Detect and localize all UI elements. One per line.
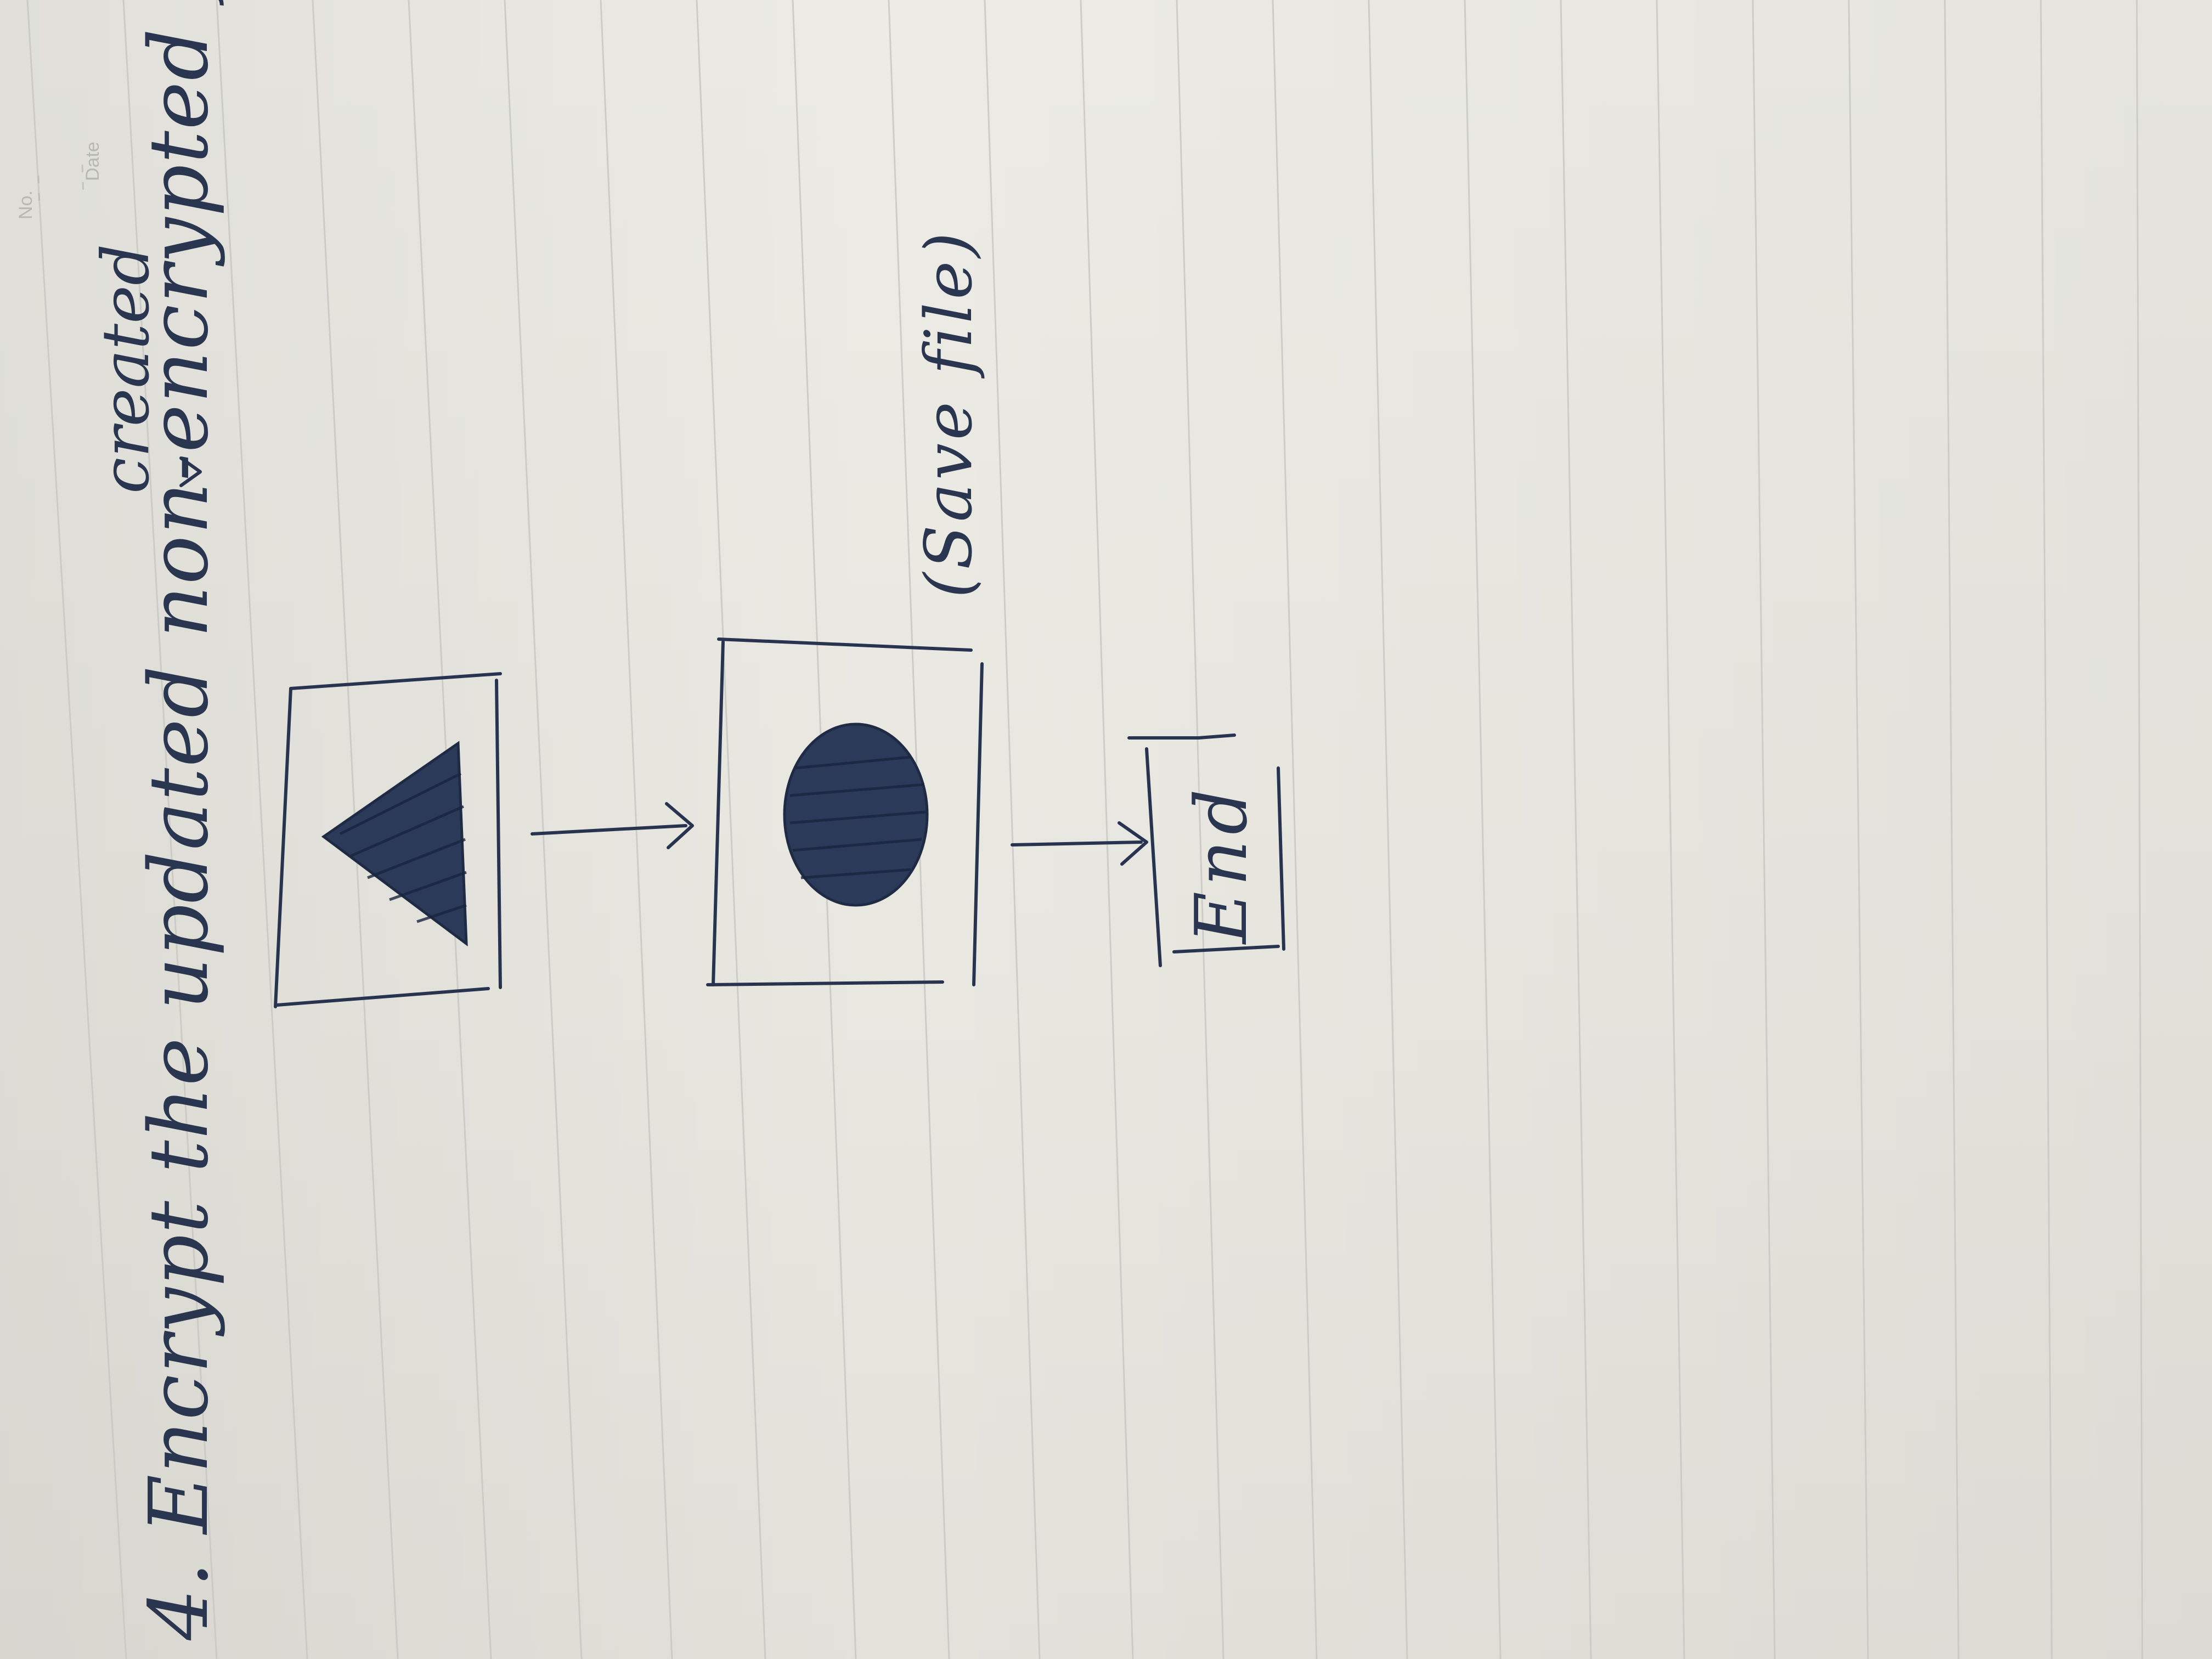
output-file-box — [706, 637, 984, 986]
arrow-right-icon — [531, 802, 694, 849]
end-box — [1127, 733, 1285, 967]
arrow-right-icon — [1011, 821, 1148, 866]
triangle-icon — [321, 741, 468, 947]
insertion-caret-icon — [179, 456, 202, 487]
circle-icon — [783, 723, 929, 907]
input-file-box — [274, 672, 502, 1008]
